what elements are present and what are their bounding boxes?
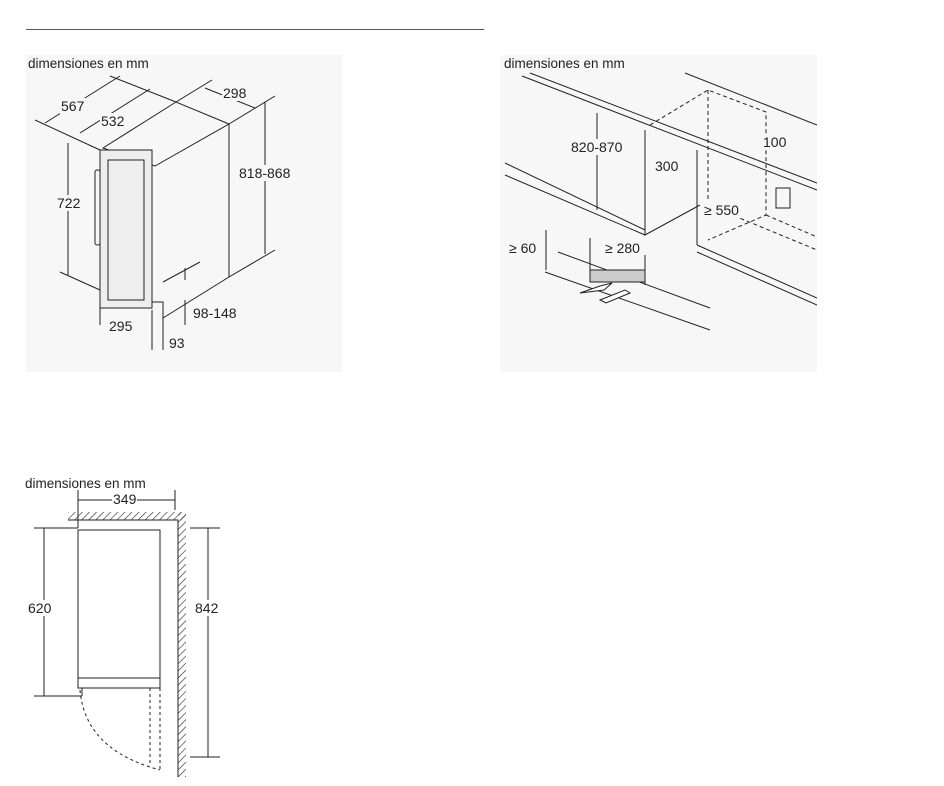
dim-vent-width: ≥ 280 [604,240,641,256]
dim-width-with-door: 349 [112,491,138,507]
cabinet-dimensions-diagram: dimensiones en mm 567 532 298 818-868 72… [26,55,342,372]
dim-plinth-depth: 93 [168,335,186,351]
dim-width: 298 [222,85,248,101]
dim-height-door: 722 [56,195,82,211]
installation-niche-diagram: dimensiones en mm 820-870 300 100 ≥ 550 … [500,55,817,372]
dim-vent-height: ≥ 60 [508,240,538,256]
diagram-3-caption: dimensiones en mm [25,476,146,491]
dim-depth-body: 532 [100,113,126,129]
niche-drawing [504,72,817,331]
dim-niche-height: 820-870 [570,139,624,155]
dim-door-height: 620 [27,600,53,616]
header-rule [26,29,484,30]
dim-width-300: 300 [654,158,680,174]
dim-plinth: 98-148 [192,305,238,321]
dim-depth-total: 567 [60,98,86,114]
door-opening-drawing [34,490,220,777]
diagram-1-caption: dimensiones en mm [28,56,149,71]
diagram-2-caption: dimensiones en mm [504,56,625,71]
dim-height-total: 842 [194,600,220,616]
dim-depth-550: ≥ 550 [703,202,740,218]
cabinet-drawing [34,75,276,350]
dim-door-width: 295 [108,318,134,334]
dim-socket-offset: 100 [762,134,788,150]
door-opening-diagram: dimensiones en mm 349 620 842 [24,470,340,780]
dim-height-total: 818-868 [238,165,292,181]
